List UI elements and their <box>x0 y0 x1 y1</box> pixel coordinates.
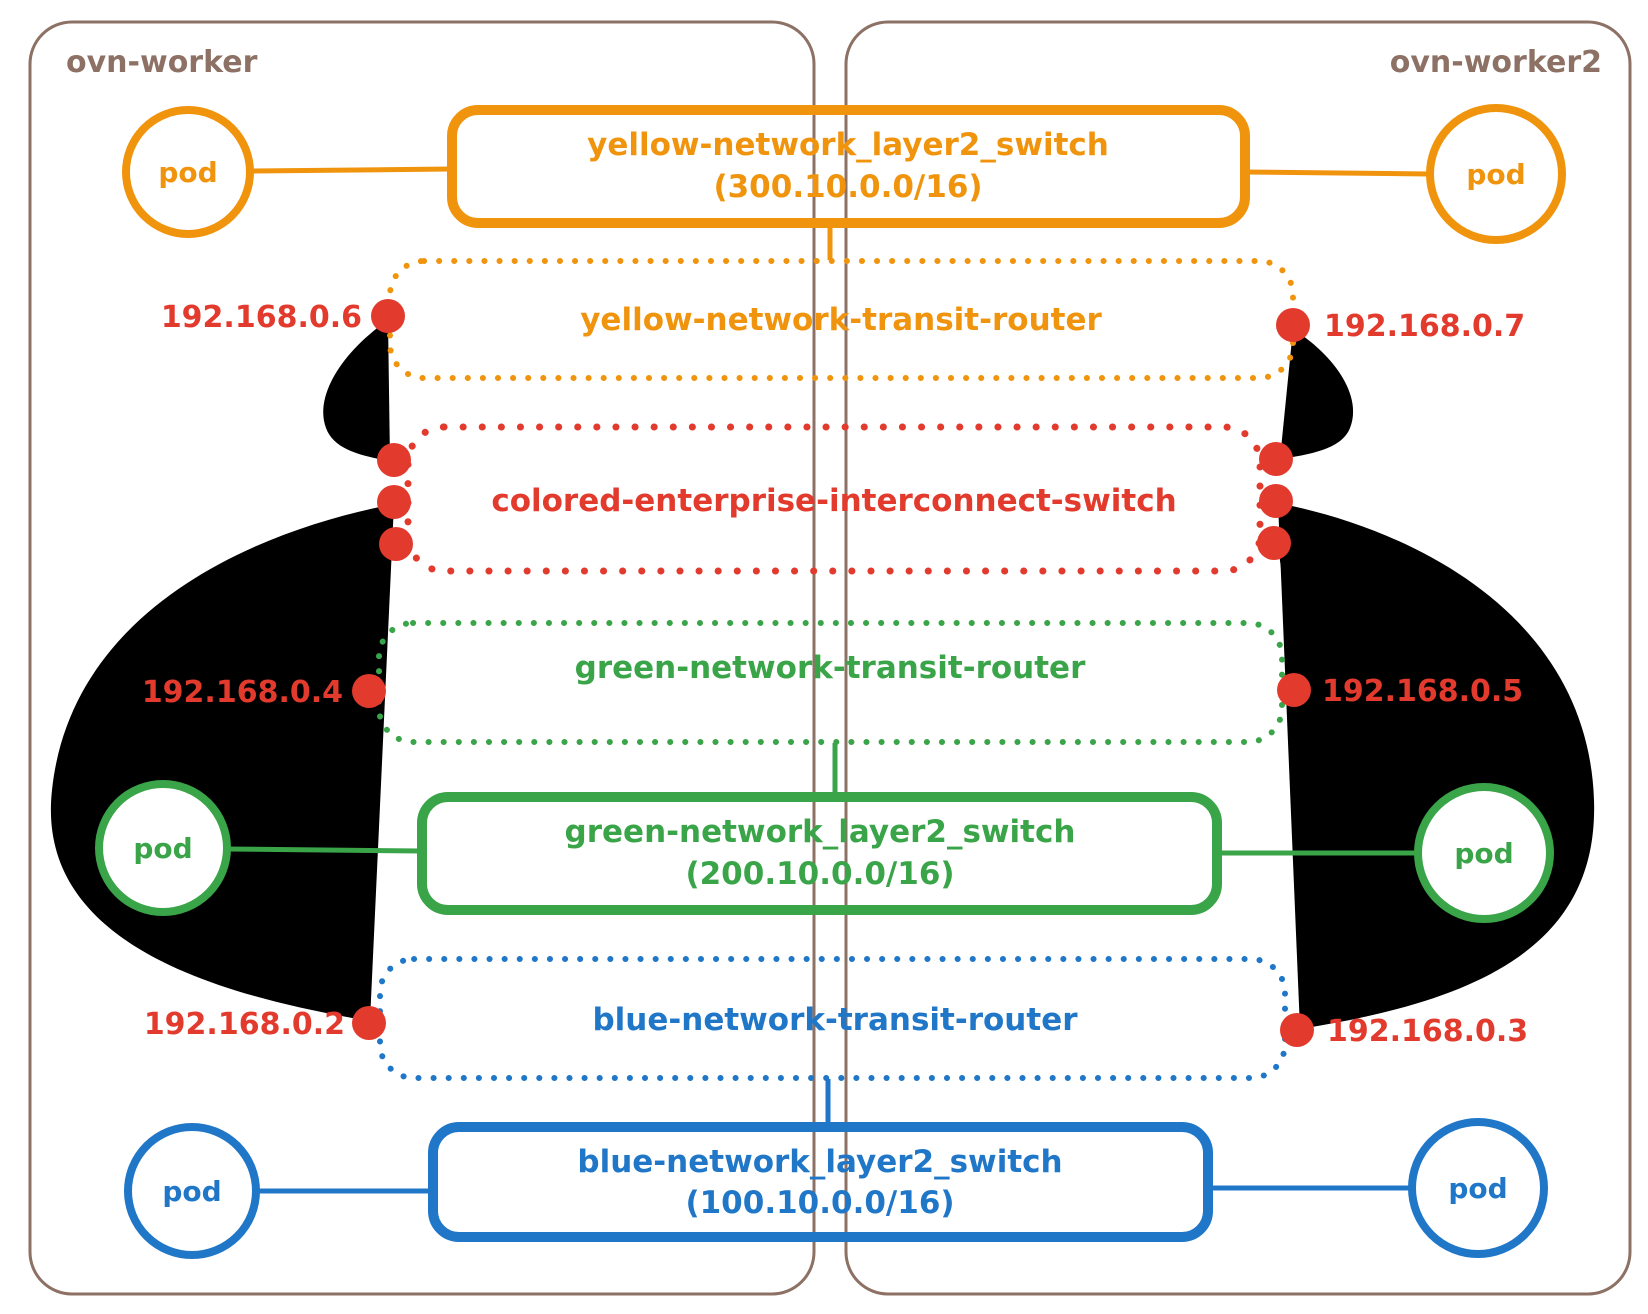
link-green-router-to-interconnect-left <box>307 546 390 688</box>
interconnect-port-left-3 <box>379 527 413 561</box>
yellow-pod-left <box>122 106 254 238</box>
blue-pod-left-label: pod <box>162 1175 221 1208</box>
blue-pod-left <box>124 1123 260 1259</box>
green-layer2-switch-cidr: (200.10.0.0/16) <box>685 856 954 892</box>
green-pod-left <box>95 780 231 916</box>
blue-pod-right-label: pod <box>1448 1172 1507 1205</box>
yellow-router-port-right <box>1276 308 1310 342</box>
yellow-transit-router-name: yellow-network-transit-router <box>580 302 1102 338</box>
yellow-router-ip-right: 192.168.0.7 <box>1324 309 1525 344</box>
green-pod-right-label: pod <box>1454 837 1513 870</box>
interconnect-switch-name: colored-enterprise-interconnect-switch <box>491 483 1176 519</box>
yellow-pod-right <box>1426 104 1566 244</box>
blue-transit-router-name: blue-network-transit-router <box>592 1002 1078 1038</box>
link-green-router-to-interconnect-right <box>1278 546 1348 687</box>
worker-node-right-label: ovn-worker2 <box>1390 45 1602 80</box>
link-yellow-router-to-interconnect-right <box>1280 329 1354 459</box>
green-transit-router-name: green-network-transit-router <box>575 650 1086 686</box>
link-yellow-pod-right-to-switch <box>1245 169 1430 177</box>
yellow-layer2-switch-name: yellow-network_layer2_switch <box>587 127 1109 163</box>
green-layer2-switch-name: green-network_layer2_switch <box>565 814 1076 850</box>
yellow-router-ip-left: 192.168.0.6 <box>161 300 362 335</box>
yellow-layer2-switch-box <box>447 105 1250 228</box>
worker-node-left-box <box>28 20 816 1296</box>
interconnect-port-right-2 <box>1259 484 1293 518</box>
yellow-router-port-left <box>371 299 405 333</box>
yellow-pod-right-label: pod <box>1466 158 1525 191</box>
worker-node-right-box <box>844 20 1632 1296</box>
interconnect-port-right-3 <box>1257 526 1291 560</box>
interconnect-switch-box <box>404 423 1264 575</box>
interconnect-port-left-1 <box>377 443 411 477</box>
green-router-port-left <box>352 674 386 708</box>
green-router-ip-left: 192.168.0.4 <box>142 675 343 710</box>
green-pod-left-label: pod <box>133 832 192 865</box>
yellow-layer2-switch-cidr: (300.10.0.0/16) <box>713 169 982 205</box>
green-pod-right <box>1414 783 1554 923</box>
blue-pod-right <box>1408 1118 1548 1258</box>
link-yellow-router-to-interconnect-left <box>323 320 390 461</box>
blue-layer2-switch-cidr: (100.10.0.0/16) <box>685 1185 954 1221</box>
link-green-pod-left-to-switch <box>226 846 422 854</box>
yellow-pod-left-label: pod <box>158 156 217 189</box>
interconnect-port-left-2 <box>377 485 411 519</box>
green-router-ip-right: 192.168.0.5 <box>1322 674 1523 709</box>
blue-router-ip-left: 192.168.0.2 <box>144 1007 345 1042</box>
blue-router-ip-right: 192.168.0.3 <box>1327 1014 1528 1049</box>
blue-router-port-right <box>1280 1013 1314 1047</box>
blue-layer2-switch-box <box>428 1122 1213 1242</box>
interconnect-port-right-1 <box>1259 442 1293 476</box>
link-yellow-pod-left-to-switch <box>251 166 452 174</box>
green-router-port-right <box>1277 673 1311 707</box>
blue-router-port-left <box>352 1006 386 1040</box>
worker-node-left-label: ovn-worker <box>66 45 258 80</box>
blue-layer2-switch-name: blue-network_layer2_switch <box>577 1144 1062 1180</box>
green-layer2-switch-box <box>417 792 1222 915</box>
